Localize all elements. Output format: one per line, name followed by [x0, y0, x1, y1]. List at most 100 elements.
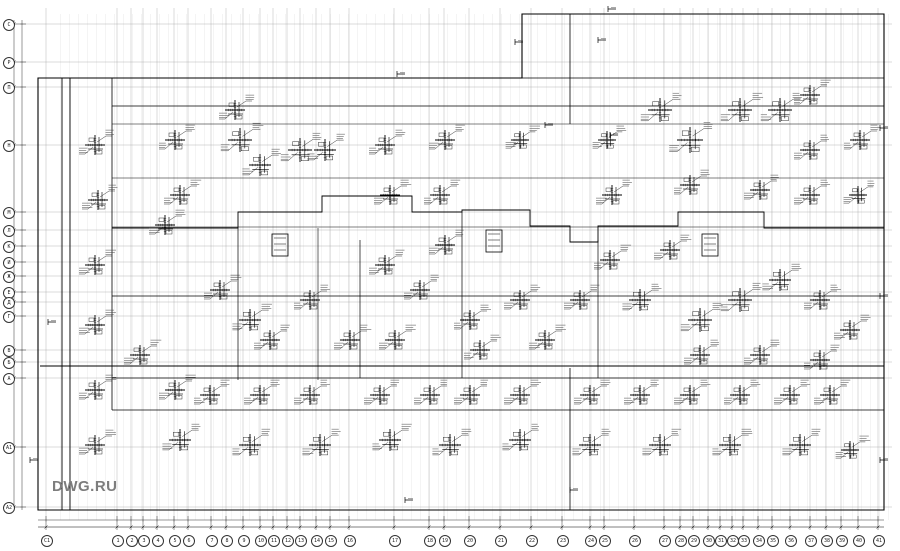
leader-line — [804, 301, 819, 310]
rebar-length-box — [580, 305, 588, 310]
rebar-length-box — [378, 257, 385, 262]
rebar-length-box — [383, 187, 390, 192]
leader-line — [572, 447, 588, 456]
rebar-length-box — [660, 450, 668, 456]
leader-line — [452, 434, 469, 442]
leader-line — [79, 446, 94, 455]
rebar-detail — [244, 379, 280, 405]
leader-line — [613, 185, 629, 193]
leader-line — [642, 447, 658, 456]
rebar-length-box — [520, 144, 527, 149]
rebar-detail — [564, 284, 600, 310]
rebar-length-box — [760, 195, 768, 200]
leader-line — [592, 434, 609, 442]
leader-line — [624, 396, 639, 405]
axis-bubble-bottom: 27 — [659, 535, 671, 547]
section-marker — [404, 497, 413, 503]
rebar-length-box — [470, 400, 478, 405]
rebar-detail — [374, 179, 412, 205]
rebar-length-box — [590, 450, 598, 456]
stair-steps — [488, 233, 500, 247]
leader-line — [546, 330, 562, 338]
rebar-length-box — [753, 182, 760, 187]
rebar-length-box — [843, 322, 850, 327]
rebar-detail — [372, 423, 412, 451]
leader-line — [505, 141, 519, 149]
rebar-length-box — [603, 252, 610, 257]
dimension-slash — [741, 525, 745, 529]
rebar-length-box — [693, 347, 700, 352]
leader-line — [741, 385, 757, 393]
rebar-length-box — [852, 188, 858, 193]
rebar-length-box — [653, 437, 660, 442]
rebar-detail — [572, 428, 611, 456]
leader-line — [642, 289, 659, 297]
rebar-length-box — [88, 317, 95, 322]
axis-bubble-left: Р — [3, 57, 15, 69]
rebar-detail — [294, 284, 330, 310]
leader-line — [684, 356, 699, 365]
leader-line — [261, 385, 277, 393]
leader-line — [220, 142, 238, 151]
rebar-length-box — [95, 330, 103, 335]
leader-line — [96, 135, 112, 143]
rebar-length-box — [463, 312, 470, 317]
rebar-length-box — [463, 387, 470, 392]
leader-line — [691, 175, 707, 183]
leader-line — [581, 290, 597, 298]
rebar-detail — [424, 179, 461, 205]
axis-bubble-bottom: 35 — [767, 535, 779, 547]
axis-bubble-bottom: 28 — [675, 535, 687, 547]
leader-line — [236, 100, 252, 108]
rebar-length-box — [810, 155, 818, 160]
leader-line — [232, 322, 248, 331]
dimension-slash — [155, 525, 159, 529]
leader-line — [280, 152, 298, 161]
leader-line — [386, 255, 402, 263]
leader-line — [662, 99, 681, 107]
leader-line — [821, 350, 837, 358]
leader-line — [831, 385, 847, 393]
rebar-length-box — [380, 400, 388, 405]
leader-line — [504, 301, 519, 310]
rebar-detail — [684, 339, 719, 365]
rebar-length-box — [583, 437, 590, 442]
leader-line — [254, 341, 269, 350]
leader-line — [732, 434, 749, 442]
dimension-slash — [347, 525, 351, 529]
leader-line — [471, 385, 487, 393]
rebar-length-box — [232, 131, 240, 137]
leader-line — [594, 261, 609, 270]
leader-line — [429, 141, 444, 150]
rebar-length-box — [830, 400, 838, 405]
leader-line — [369, 146, 384, 155]
rebar-length-box — [573, 292, 580, 297]
dimension-slash — [756, 525, 760, 529]
rebar-length-box — [480, 355, 488, 360]
rebar-length-box — [253, 157, 260, 162]
leader-line — [252, 434, 269, 442]
dimension-slash — [224, 525, 228, 529]
dimension-slash — [588, 525, 592, 529]
rebar-length-box — [780, 285, 788, 291]
rebar-detail — [596, 179, 632, 205]
leader-line — [742, 99, 761, 107]
axis-bubble-left: Н — [3, 140, 15, 152]
dimension-slash — [856, 525, 860, 529]
axis-bubble-bottom: 24 — [585, 535, 597, 547]
axis-bubble-bottom: 39 — [836, 535, 848, 547]
leader-line — [471, 310, 487, 318]
rebar-length-box — [438, 132, 445, 137]
axis-bubble-bottom: 20 — [464, 535, 476, 547]
leader-line — [381, 385, 397, 393]
leader-line — [271, 330, 287, 338]
rebar-detail — [794, 79, 831, 105]
watermark-text: DWG.RU — [52, 478, 118, 495]
rebar-length-box — [793, 437, 800, 442]
rebar-length-box — [520, 305, 528, 310]
leader-line — [811, 140, 827, 148]
rebar-length-box — [318, 142, 325, 147]
rebar-detail — [79, 309, 116, 335]
leader-line — [232, 447, 248, 456]
axis-bubble-bottom: 30 — [703, 535, 715, 547]
